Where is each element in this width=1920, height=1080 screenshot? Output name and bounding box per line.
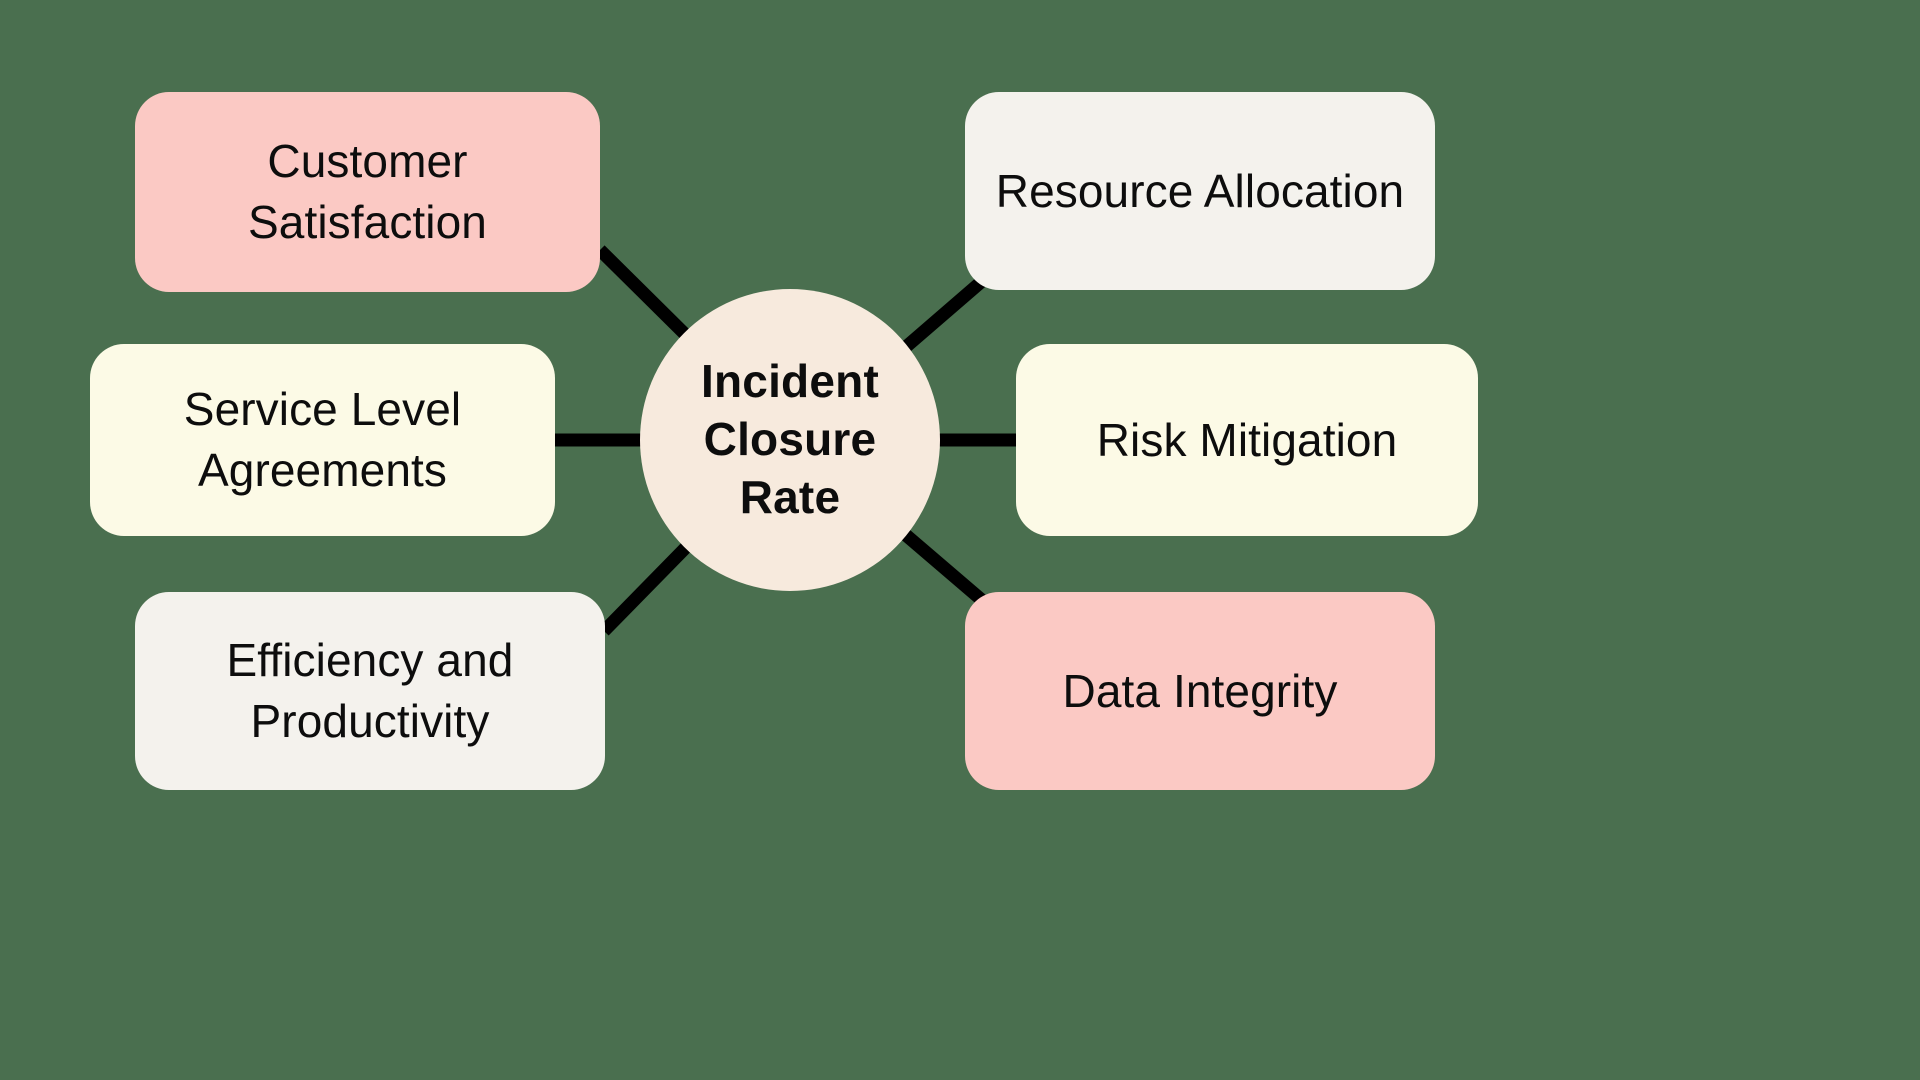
node-label: Service Level Agreements — [183, 383, 462, 496]
hub-label: Incident Closure Rate — [701, 355, 879, 523]
node-customer-satisfaction[interactable]: Customer Satisfaction — [135, 92, 600, 292]
node-label: Data Integrity — [1062, 664, 1338, 717]
hub-incident-closure-rate[interactable]: Incident Closure Rate — [640, 289, 940, 591]
node-resource-allocation[interactable]: Resource Allocation — [965, 92, 1435, 290]
node-data-integrity[interactable]: Data Integrity — [965, 592, 1435, 790]
node-label: Resource Allocation — [995, 164, 1405, 217]
node-efficiency-and-productivity[interactable]: Efficiency and Productivity — [135, 592, 605, 790]
node-label: Risk Mitigation — [1096, 413, 1398, 466]
node-service-level-agreements[interactable]: Service Level Agreements — [90, 344, 555, 536]
node-label: Customer Satisfaction — [248, 135, 487, 248]
node-label: Efficiency and Productivity — [226, 634, 514, 747]
node-risk-mitigation[interactable]: Risk Mitigation — [1016, 344, 1478, 536]
